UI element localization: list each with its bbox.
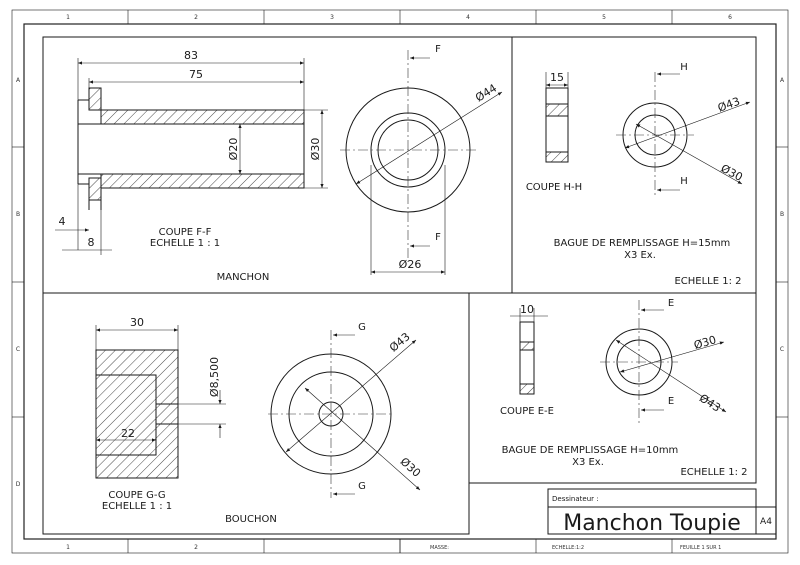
manchon-section-label: COUPE F-F bbox=[159, 227, 212, 238]
bague-e-section-label: COUPE E-E bbox=[500, 406, 554, 417]
bouchon-section-label: COUPE G-G bbox=[108, 490, 165, 501]
grid-row-b-right: B bbox=[780, 211, 784, 218]
dim-bague-h-outer-dia: Ø43 bbox=[716, 95, 742, 115]
designer-label: Dessinateur : bbox=[552, 495, 599, 503]
dim-bague-e-inner-dia: Ø30 bbox=[692, 333, 717, 352]
grid-labels: 1 2 3 4 5 6 1 2 A B C D A B C bbox=[16, 14, 785, 551]
grid-col-3: 3 bbox=[330, 14, 334, 21]
bague-e-scale-label: ECHELLE 1: 2 bbox=[680, 467, 747, 478]
dim-flange-offset: 8 bbox=[88, 236, 95, 249]
dim-side-bore-dia: Ø26 bbox=[399, 258, 422, 271]
bague-h-section-view: 15 COUPE H-H bbox=[526, 71, 582, 193]
grid-row-c-right: C bbox=[780, 346, 784, 353]
grid-col-5: 5 bbox=[602, 14, 606, 21]
bague-e-quantity: X3 Ex. bbox=[572, 457, 604, 468]
cut-label-h-top: H bbox=[680, 62, 688, 73]
scale-note: ECHELLE:1:2 bbox=[552, 545, 584, 551]
dim-outer-dia: Ø30 bbox=[309, 138, 322, 161]
grid-col-6: 6 bbox=[728, 14, 732, 21]
grid-col-2: 2 bbox=[194, 14, 198, 21]
dim-bouchon-outer-dia: Ø43 bbox=[387, 330, 413, 355]
dim-flange-dia: Ø44 bbox=[473, 82, 499, 105]
title-block: Dessinateur : Manchon Toupie A4 MASSE: E… bbox=[399, 488, 777, 553]
dim-bague-e-outer-dia: Ø43 bbox=[697, 391, 723, 414]
view-panels bbox=[42, 36, 757, 535]
drawing-title: Manchon Toupie bbox=[563, 511, 741, 536]
cut-label-f-top: F bbox=[435, 44, 441, 55]
dim-flange-thickness: 4 bbox=[59, 215, 66, 228]
cut-label-e-top: E bbox=[668, 298, 674, 309]
mass-label: MASSE: bbox=[430, 545, 449, 551]
grid-row-a: A bbox=[16, 77, 21, 84]
cut-label-h-bottom: H bbox=[680, 176, 688, 187]
manchon-front-view: F F Ø44 Ø26 bbox=[340, 44, 503, 275]
bague-h-quantity: X3 Ex. bbox=[624, 250, 656, 261]
sheet-note: FEUILLE 1 SUR 1 bbox=[680, 545, 721, 551]
dim-body-length: 75 bbox=[189, 68, 203, 81]
dim-bouchon-inner-depth: 22 bbox=[121, 427, 135, 440]
bouchon-front-view: G G Ø43 Ø30 bbox=[268, 322, 423, 498]
dim-bague-h-inner-dia: Ø30 bbox=[719, 162, 745, 184]
dim-bague-h-width: 15 bbox=[550, 71, 564, 84]
grid-row-c: C bbox=[16, 346, 20, 353]
grid-row-b: B bbox=[16, 211, 20, 218]
dim-bouchon-inner-dia: Ø30 bbox=[398, 455, 424, 480]
grid-row-a-right: A bbox=[780, 77, 785, 84]
bague-h-front-view: H H Ø43 Ø30 bbox=[616, 62, 751, 196]
dim-bore-dia: Ø20 bbox=[227, 138, 240, 161]
cut-label-g-top: G bbox=[358, 322, 366, 333]
dim-bouchon-length: 30 bbox=[130, 316, 144, 329]
dim-bague-e-width: 10 bbox=[520, 303, 534, 316]
grid-col-1: 1 bbox=[66, 14, 70, 21]
manchon-scale-label: ECHELLE 1 : 1 bbox=[150, 238, 220, 249]
grid-col-4: 4 bbox=[466, 14, 470, 21]
manchon-section-view bbox=[77, 87, 305, 210]
bague-e-section-view: 10 COUPE E-E bbox=[500, 303, 554, 417]
bouchon-part-name: BOUCHON bbox=[225, 514, 277, 525]
cut-label-g-bottom: G bbox=[358, 481, 366, 492]
dim-bouchon-hole-dia: Ø8,500 bbox=[208, 357, 221, 397]
grid-col-2-bottom: 2 bbox=[194, 544, 198, 551]
bague-h-scale-label: ECHELLE 1: 2 bbox=[674, 276, 741, 287]
bague-h-section-label: COUPE H-H bbox=[526, 182, 582, 193]
manchon-part-name: MANCHON bbox=[217, 272, 270, 283]
sheet-format: A4 bbox=[760, 517, 772, 527]
bague-e-front-view: E E Ø30 Ø43 bbox=[600, 298, 727, 424]
dim-overall-length: 83 bbox=[184, 49, 198, 62]
grid-col-1-bottom: 1 bbox=[66, 544, 70, 551]
bague-e-description: BAGUE DE REMPLISSAGE H=10mm bbox=[502, 445, 679, 456]
grid-row-d: D bbox=[16, 481, 21, 488]
bouchon-scale-label: ECHELLE 1 : 1 bbox=[102, 501, 172, 512]
bague-h-description: BAGUE DE REMPLISSAGE H=15mm bbox=[554, 238, 731, 249]
manchon-dimensions: 83 75 Ø20 Ø30 4 8 COUPE F-F ECHELLE 1 : … bbox=[55, 49, 328, 283]
bouchon-section-view: 30 22 Ø8,500 COUPE G-G ECHELLE 1 : 1 BOU… bbox=[95, 316, 277, 525]
cut-label-f-bottom: F bbox=[435, 232, 441, 243]
cut-label-e-bottom: E bbox=[668, 396, 674, 407]
